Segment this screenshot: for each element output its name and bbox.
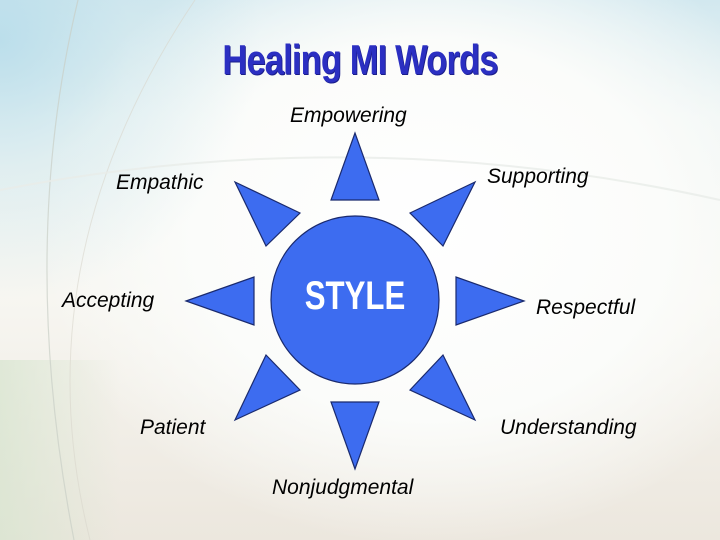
ray-bottom-right: [408, 353, 477, 422]
background-glow-bottom-left: [0, 360, 120, 540]
word-left: Accepting: [62, 289, 155, 312]
slide-title: Healing MI Words: [222, 36, 498, 83]
ray-bottom-left: [233, 353, 302, 422]
center-label: STYLE: [304, 274, 406, 318]
ray-bottom: [330, 401, 380, 471]
word-bottom-right: Understanding: [500, 416, 637, 439]
ray-left: [184, 276, 255, 326]
ray-right: [455, 276, 526, 326]
ray-top: [330, 131, 380, 201]
word-top-right: Supporting: [487, 165, 589, 188]
ray-top-right: [408, 180, 477, 248]
word-bottom: Nonjudgmental: [272, 476, 414, 499]
background-glow-top-left: [0, 0, 260, 300]
word-top-left: Empathic: [116, 171, 204, 194]
word-right: Respectful: [536, 296, 636, 319]
word-top: Empowering: [290, 104, 407, 127]
center-circle: [270, 215, 440, 385]
ray-top-left: [233, 180, 302, 248]
word-bottom-left: Patient: [140, 416, 206, 439]
